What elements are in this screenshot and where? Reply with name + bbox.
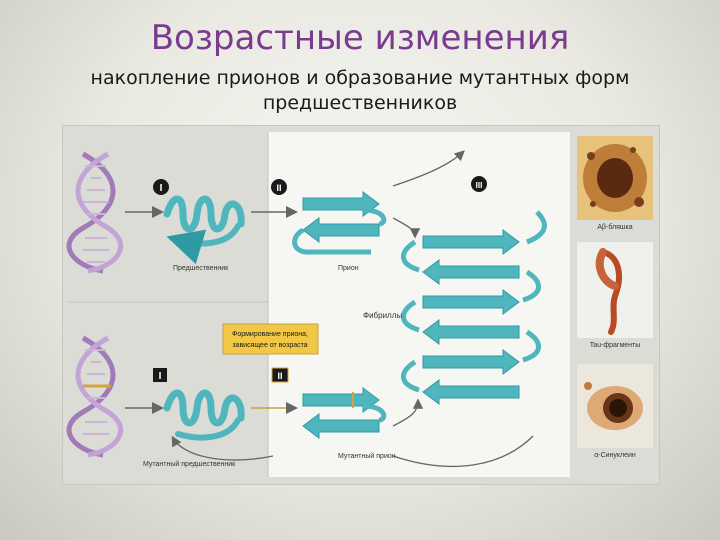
svg-text:I: I bbox=[160, 183, 163, 194]
slide-subtitle: накопление прионов и образование мутантн… bbox=[60, 66, 660, 116]
svg-text:I: I bbox=[159, 371, 162, 382]
step-marker-I-top: I bbox=[153, 179, 169, 195]
photo-abeta-plaque bbox=[577, 136, 653, 220]
step-marker-II-bottom: II bbox=[272, 368, 288, 382]
step-marker-II-top: II bbox=[271, 179, 287, 195]
label-fibrils: Фибриллы bbox=[363, 311, 402, 320]
svg-text:II: II bbox=[277, 371, 282, 381]
svg-text:Формирование приона,: Формирование приона, bbox=[232, 331, 308, 338]
prion-diagram: I II III I II Предшественник Прион Фибри… bbox=[63, 126, 659, 484]
label-mutant-prion: Мутантный прион bbox=[338, 452, 396, 460]
photo-alpha-synuclein bbox=[577, 364, 653, 448]
svg-text:II: II bbox=[276, 183, 281, 193]
step-marker-I-bottom: I bbox=[153, 368, 167, 382]
label-precursor: Предшественник bbox=[173, 265, 229, 272]
mutant-precursor-protein bbox=[167, 393, 241, 437]
dna-helix-top-icon bbox=[69, 154, 121, 271]
age-dependent-callout: Формирование приона, зависящее от возрас… bbox=[223, 324, 318, 354]
label-tau-fragments: Tau-фрагменты bbox=[590, 342, 641, 349]
subtitle-line-2: предшественников bbox=[60, 91, 660, 116]
photo-tau-fragments bbox=[577, 242, 653, 338]
label-alpha-synuclein: α-Синуклеин bbox=[594, 452, 636, 459]
step-marker-III: III bbox=[471, 176, 487, 192]
slide-title: Возрастные изменения bbox=[0, 18, 720, 58]
precursor-protein-top bbox=[167, 199, 241, 243]
subtitle-line-1: накопление прионов и образование мутантн… bbox=[60, 66, 660, 91]
label-abeta-plaque: Aβ-бляшка bbox=[597, 223, 632, 231]
label-mutant-precursor: Мутантный предшественник bbox=[143, 460, 236, 468]
svg-text:зависящее от возраста: зависящее от возраста bbox=[232, 342, 307, 349]
label-prion: Прион bbox=[338, 265, 359, 272]
dna-helix-bottom-icon bbox=[69, 338, 121, 455]
svg-text:III: III bbox=[476, 181, 483, 190]
prion-diagram-figure: I II III I II Предшественник Прион Фибри… bbox=[62, 125, 660, 485]
